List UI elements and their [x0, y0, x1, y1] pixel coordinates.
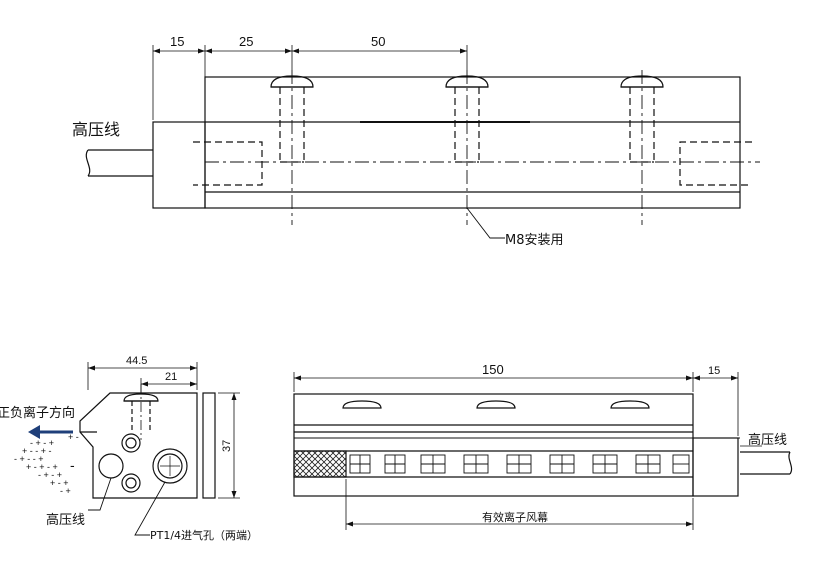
svg-text:+ - - + -: + - - + -	[22, 446, 52, 456]
side-dim-44-5: 44.5	[126, 355, 147, 367]
top-dim-50: 50	[371, 34, 385, 49]
front-dim-150: 150	[482, 362, 504, 377]
side-dim-arrows	[88, 365, 237, 498]
front-dim-arrows	[294, 375, 738, 527]
side-direction-label: 正负离子方向	[0, 405, 75, 421]
svg-text:-: -	[70, 457, 75, 473]
side-dim-37: 37	[221, 440, 233, 452]
svg-text:- + - +: - + - +	[30, 438, 54, 448]
front-dim-15: 15	[708, 365, 720, 377]
svg-text:- + - - +: - + - - +	[14, 454, 44, 464]
svg-text:- +: - +	[60, 486, 71, 496]
ion-flow-arrow: - + - + + - - + - - + - - + + - + - + - …	[14, 425, 79, 496]
svg-text:+ - + - +: + - + - +	[26, 462, 58, 472]
side-port-label: PT1/4进气孔（两端）	[150, 528, 258, 542]
svg-text:+ -: + -	[68, 432, 79, 442]
side-dim-21: 21	[165, 371, 177, 383]
top-dim-15: 15	[170, 34, 184, 49]
svg-text:- + - +: - + - +	[38, 470, 62, 480]
top-view	[85, 45, 760, 239]
front-hv-label: 高压线	[748, 432, 787, 448]
front-curtain-label: 有效离子风幕	[482, 510, 548, 524]
top-dim-arrows	[153, 48, 467, 54]
top-dim-25: 25	[239, 34, 253, 49]
front-view	[293, 372, 793, 530]
top-mount-label: M8安装用	[505, 233, 564, 248]
top-hv-label: 高压线	[72, 120, 120, 139]
side-view	[79, 362, 240, 536]
side-hv-label: 高压线	[46, 512, 85, 528]
svg-text:+ - +: + - +	[50, 478, 69, 488]
